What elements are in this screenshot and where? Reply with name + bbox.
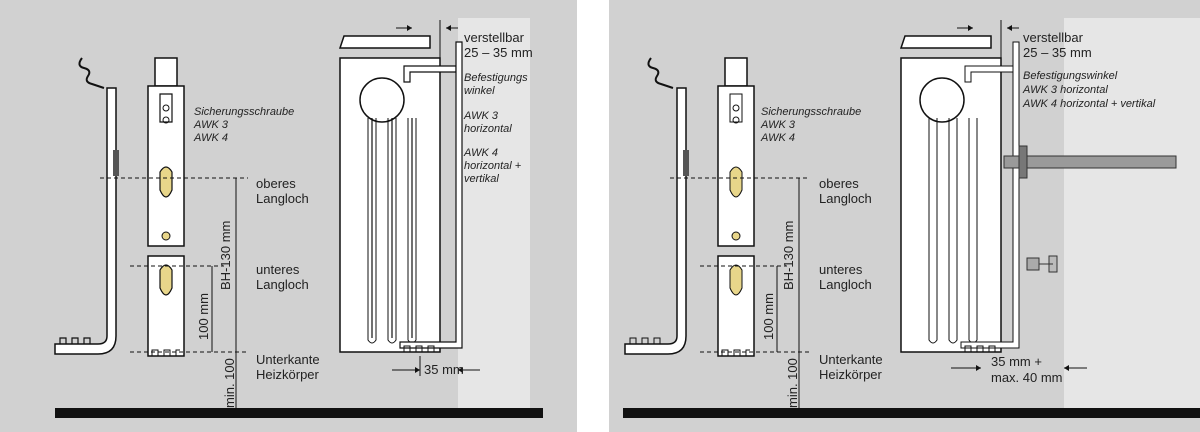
radiator-body [339, 57, 441, 353]
label-range: 25 – 35 mm [464, 45, 533, 60]
label-befestigungs: Befestigungs [464, 72, 528, 84]
label-35mm: 35 mm [424, 362, 464, 377]
label-unterkante: Unterkante [256, 352, 320, 367]
label-langloch-2: Langloch [256, 277, 309, 292]
label-awk4: AWK 4 [761, 132, 796, 144]
label-oberes: oberes [819, 176, 859, 191]
label-100mm: 100 mm [761, 293, 776, 340]
label-range: 25 – 35 mm [1023, 45, 1092, 60]
radiator-body [900, 57, 1002, 353]
floor [623, 408, 1200, 418]
upper-slot [159, 166, 173, 198]
label-oberes: oberes [256, 176, 296, 191]
label-vertikal: vertikal [464, 173, 499, 185]
label-unteres: unteres [819, 262, 863, 277]
wall [1064, 18, 1200, 410]
label-langloch-1: Langloch [256, 191, 309, 206]
label-langloch-1: Langloch [819, 191, 872, 206]
radiator-cover [338, 35, 431, 49]
lower-slot [159, 264, 173, 296]
label-horizontal: horizontal [464, 123, 512, 135]
label-awk3-horizontal: AWK 3 horizontal [1023, 84, 1108, 96]
label-min100: min. 100 [785, 358, 800, 408]
label-awk3-h: AWK 3 [464, 110, 499, 122]
bracket-tab [113, 150, 119, 176]
floor [55, 408, 543, 418]
l-bracket [54, 87, 117, 355]
diagram-left-drawing [54, 18, 543, 418]
label-awk3: AWK 3 [761, 119, 796, 131]
label-langloch-2: Langloch [819, 277, 872, 292]
label-unteres: unteres [256, 262, 300, 277]
label-awk4-hv: AWK 4 [464, 147, 499, 159]
dowel [1039, 255, 1058, 273]
diagram-right: Sicherungsschraube AWK 3 AWK 4 oberes La… [609, 0, 1200, 432]
label-35mm-plus: 35 mm + [991, 354, 1042, 369]
label-max40: max. 40 mm [991, 370, 1063, 385]
label-unterkante: Unterkante [819, 352, 883, 367]
rail-upper [717, 85, 755, 247]
rail-upper [147, 85, 185, 247]
label-awk4: AWK 4 [194, 132, 229, 144]
pipe [359, 77, 405, 123]
label-sicherungsschraube: Sicherungsschraube [761, 106, 862, 118]
diagram-left: Sicherungsschraube AWK 3 AWK 4 oberes La… [0, 0, 577, 432]
label-heizkoerper: Heizkörper [819, 367, 882, 382]
label-awk4-hv: AWK 4 horizontal + vertikal [1023, 98, 1156, 110]
l-bracket [624, 87, 687, 355]
wall [458, 18, 530, 410]
hook-wire [78, 57, 105, 89]
label-bh130: BH-130 mm [781, 220, 796, 290]
label-befestigungswinkel: Befestigungswinkel [1023, 70, 1118, 82]
diagram-right-drawing [623, 18, 1200, 418]
label-verstellbar: verstellbar [464, 30, 524, 45]
label-100mm: 100 mm [196, 293, 211, 340]
label-sicherungsschraube: Sicherungsschraube [194, 106, 295, 118]
label-winkel: winkel [464, 85, 495, 97]
wall-bracket [960, 41, 1020, 349]
label-heizkoerper: Heizkörper [256, 367, 319, 382]
wall-bracket-lower [399, 41, 463, 349]
label-bh130: BH-130 mm [218, 220, 233, 290]
rail-cap [154, 57, 178, 87]
threaded-rod [1003, 155, 1177, 169]
label-verstellbar: verstellbar [1023, 30, 1083, 45]
label-horizontal-plus: horizontal + [464, 160, 522, 172]
label-min100: min. 100 [222, 358, 237, 408]
label-awk3: AWK 3 [194, 119, 229, 131]
